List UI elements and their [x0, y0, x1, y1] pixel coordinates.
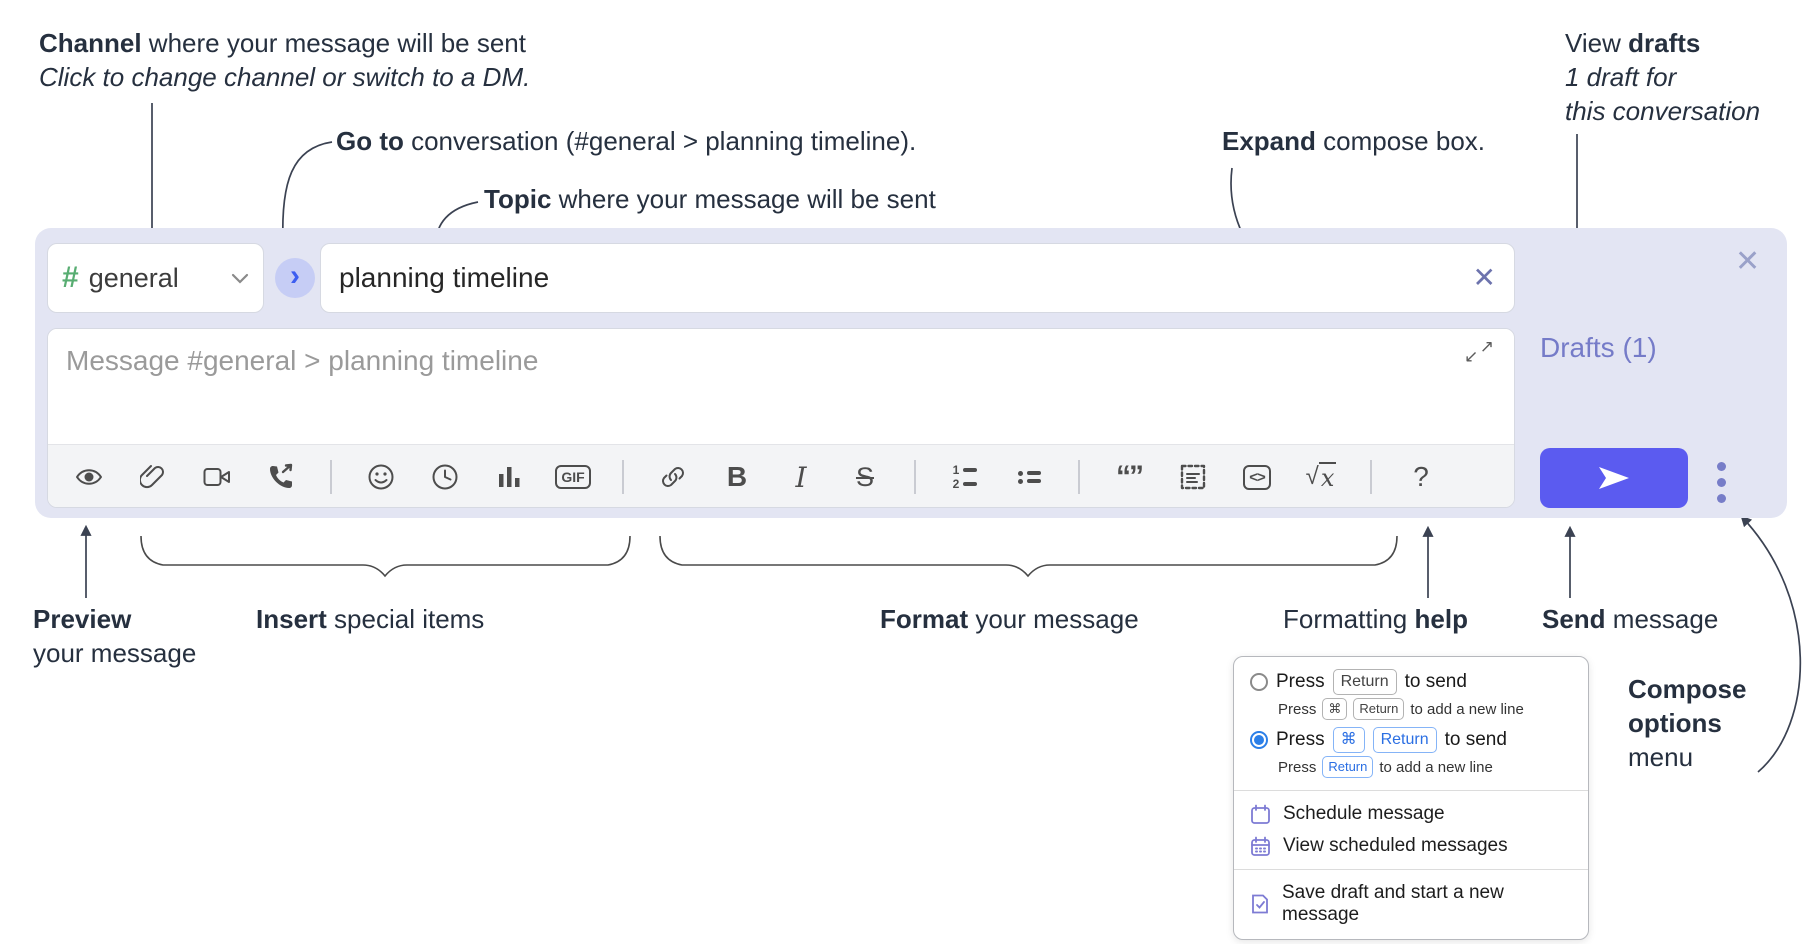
voice-call-icon[interactable] — [266, 460, 296, 494]
italic-icon[interactable]: I — [795, 460, 807, 494]
expand-compose-icon[interactable]: ↗ ↙ — [1464, 337, 1494, 367]
bold-icon[interactable]: B — [726, 461, 748, 492]
formatting-help-icon[interactable]: ? — [1413, 461, 1429, 492]
send-options-popup: Press Return to send Press ⌘ Return to a… — [1233, 656, 1589, 940]
annotation-goto: Go to conversation (#general > planning … — [336, 126, 917, 156]
kbd-return: Return — [1332, 669, 1397, 695]
message-placeholder: Message #general > planning timeline — [66, 345, 539, 376]
video-call-icon[interactable] — [202, 460, 232, 494]
quote-icon[interactable]: “” — [1116, 460, 1144, 493]
preview-eye-icon[interactable] — [74, 460, 104, 494]
menu-item-save-draft[interactable]: Save draft and start a new message — [1234, 877, 1588, 931]
drafts-link[interactable]: Drafts (1) — [1540, 332, 1657, 363]
annotation-topic: Topic where your message will be sent — [484, 184, 936, 214]
arrow-sw-icon: ↙ — [1464, 347, 1479, 366]
code-icon[interactable]: <> — [1242, 460, 1272, 494]
channel-hash-icon: # — [62, 261, 79, 294]
annotation-format: Format your message — [880, 604, 1139, 634]
annotation-channel: Channel where your message will be sent … — [39, 28, 531, 92]
calendar-icon — [1251, 804, 1270, 824]
menu-divider — [1234, 869, 1588, 870]
toolbar-divider — [1078, 460, 1080, 494]
annotation-expand: Expand compose box. — [1222, 126, 1486, 156]
channel-selector[interactable]: # general — [47, 243, 264, 313]
channel-name: general — [88, 262, 179, 293]
menu-item-view-scheduled-messages[interactable]: View scheduled messages — [1234, 830, 1588, 862]
calendar-grid-icon — [1251, 836, 1270, 856]
compose-box: # general › planning timeline ✕ ✕ Messag… — [35, 228, 1787, 518]
gif-icon[interactable]: GIF — [555, 460, 591, 494]
topic-value: planning timeline — [339, 262, 550, 293]
attach-paperclip-icon[interactable] — [138, 460, 168, 494]
send-button[interactable] — [1540, 448, 1688, 508]
math-icon[interactable]: √x — [1305, 462, 1337, 492]
annotation-formatting-help: Formatting help — [1283, 604, 1468, 634]
kbd-return: Return — [1353, 698, 1405, 720]
close-compose-icon[interactable]: ✕ — [1735, 245, 1761, 278]
goto-conversation-button[interactable]: › — [275, 258, 315, 298]
radio-unselected-icon[interactable] — [1250, 673, 1268, 691]
annotation-compose-options: Compose options menu — [1628, 674, 1747, 772]
draft-document-icon — [1252, 894, 1268, 914]
toolbar-divider — [330, 460, 332, 494]
kbd-cmd: ⌘ — [1332, 727, 1365, 753]
topic-input[interactable]: planning timeline ✕ — [320, 243, 1515, 313]
link-icon[interactable] — [658, 460, 688, 494]
message-box: Message #general > planning timeline ↗ ↙ — [47, 328, 1515, 508]
radio-selected-icon[interactable] — [1250, 731, 1268, 749]
arrow-ne-icon: ↗ — [1479, 337, 1494, 356]
option1-subtext: Press ⌘ Return to add a new line — [1234, 697, 1588, 725]
toolbar-divider — [622, 460, 624, 494]
menu-item-schedule-message[interactable]: Schedule message — [1234, 798, 1588, 830]
kbd-return: Return — [1372, 727, 1437, 753]
send-paper-plane-icon — [1599, 467, 1629, 489]
bulleted-list-icon[interactable] — [1014, 460, 1044, 494]
kbd-return: Return — [1322, 756, 1374, 778]
toolbar-divider — [914, 460, 916, 494]
time-clock-icon[interactable] — [430, 460, 460, 494]
menu-divider — [1234, 790, 1588, 791]
poll-bar-chart-icon[interactable] — [494, 460, 524, 494]
chevron-down-icon — [231, 273, 249, 284]
annotation-view-drafts: View drafts 1 draft for this conversatio… — [1565, 28, 1761, 126]
chevron-right-icon: › — [290, 259, 300, 292]
kbd-cmd: ⌘ — [1322, 698, 1348, 720]
spoiler-icon[interactable] — [1178, 460, 1208, 494]
annotation-preview: Preview your message — [33, 604, 197, 668]
emoji-smiley-icon[interactable] — [366, 460, 396, 494]
annotation-send: Send message — [1542, 604, 1719, 634]
option2-subtext: Press Return to add a new line — [1234, 755, 1588, 783]
option-press-cmd-return-to-send[interactable]: Press ⌘ Return to send — [1234, 725, 1588, 755]
annotation-insert: Insert special items — [256, 604, 485, 634]
toolbar-divider — [1370, 460, 1372, 494]
option-press-return-to-send[interactable]: Press Return to send — [1234, 667, 1588, 697]
compose-options-menu-button[interactable] — [1713, 458, 1730, 507]
strikethrough-icon[interactable]: S — [855, 461, 874, 492]
clear-topic-icon[interactable]: ✕ — [1472, 262, 1496, 293]
message-textarea[interactable]: Message #general > planning timeline ↗ ↙ — [48, 329, 1514, 444]
